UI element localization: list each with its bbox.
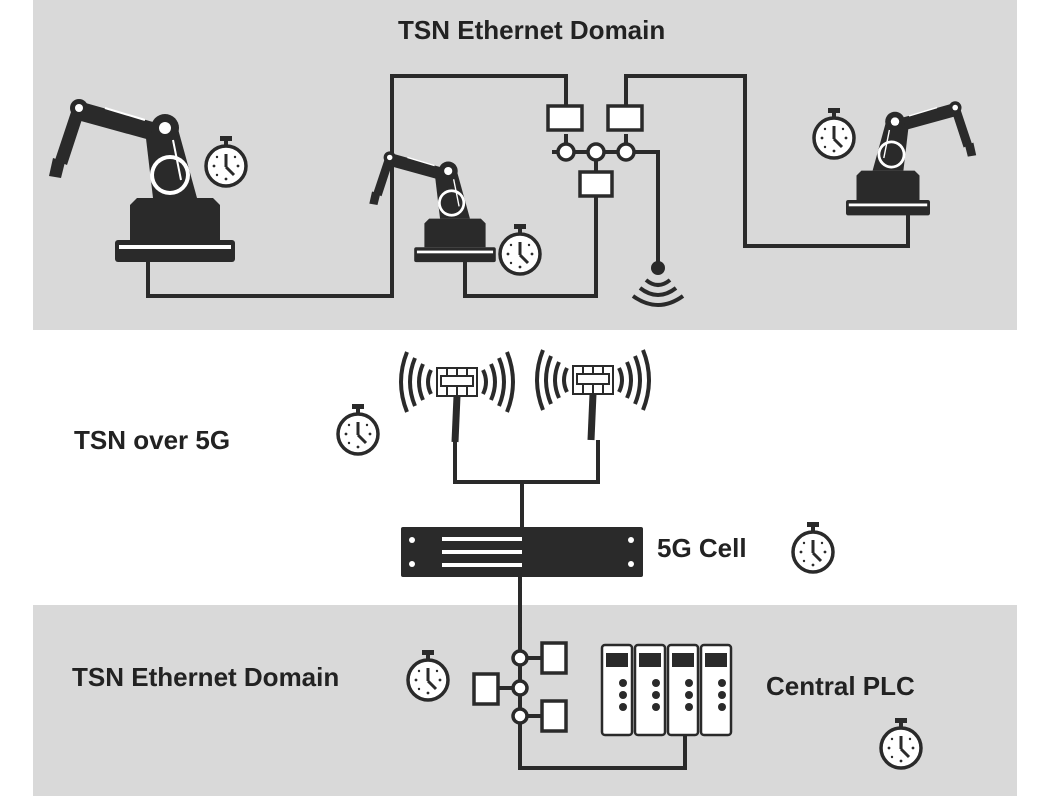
switch-node [511,649,529,667]
switch-node [511,707,529,725]
switch-node [586,142,606,162]
wireless-signal-icon [631,261,685,307]
switch-port-box [578,170,614,198]
5g-antenna-icon [537,350,649,440]
switch-port-box [472,672,500,706]
bottom-domain-band [33,605,1017,796]
bottom-domain-title: TSN Ethernet Domain [72,662,340,692]
top-domain-title: TSN Ethernet Domain [398,15,666,45]
bottom-tsn-switch [472,641,568,733]
5g-antenna-icon [401,352,513,442]
switch-node [556,142,576,162]
5g-cell-label: 5G Cell [657,533,747,563]
switch-node [616,142,636,162]
5g-base-station-icon [401,527,643,577]
switch-port-box [606,104,644,132]
central-plc-label: Central PLC [766,671,915,701]
stopwatch-icon [336,402,380,456]
switch-node [511,679,529,697]
tsn-over-5g-title: TSN over 5G [74,425,231,455]
switch-port-box [540,641,568,675]
stopwatch-icon [791,520,835,574]
switch-port-box [540,699,568,733]
top-tsn-switch [546,104,644,198]
switch-port-box [546,104,584,132]
